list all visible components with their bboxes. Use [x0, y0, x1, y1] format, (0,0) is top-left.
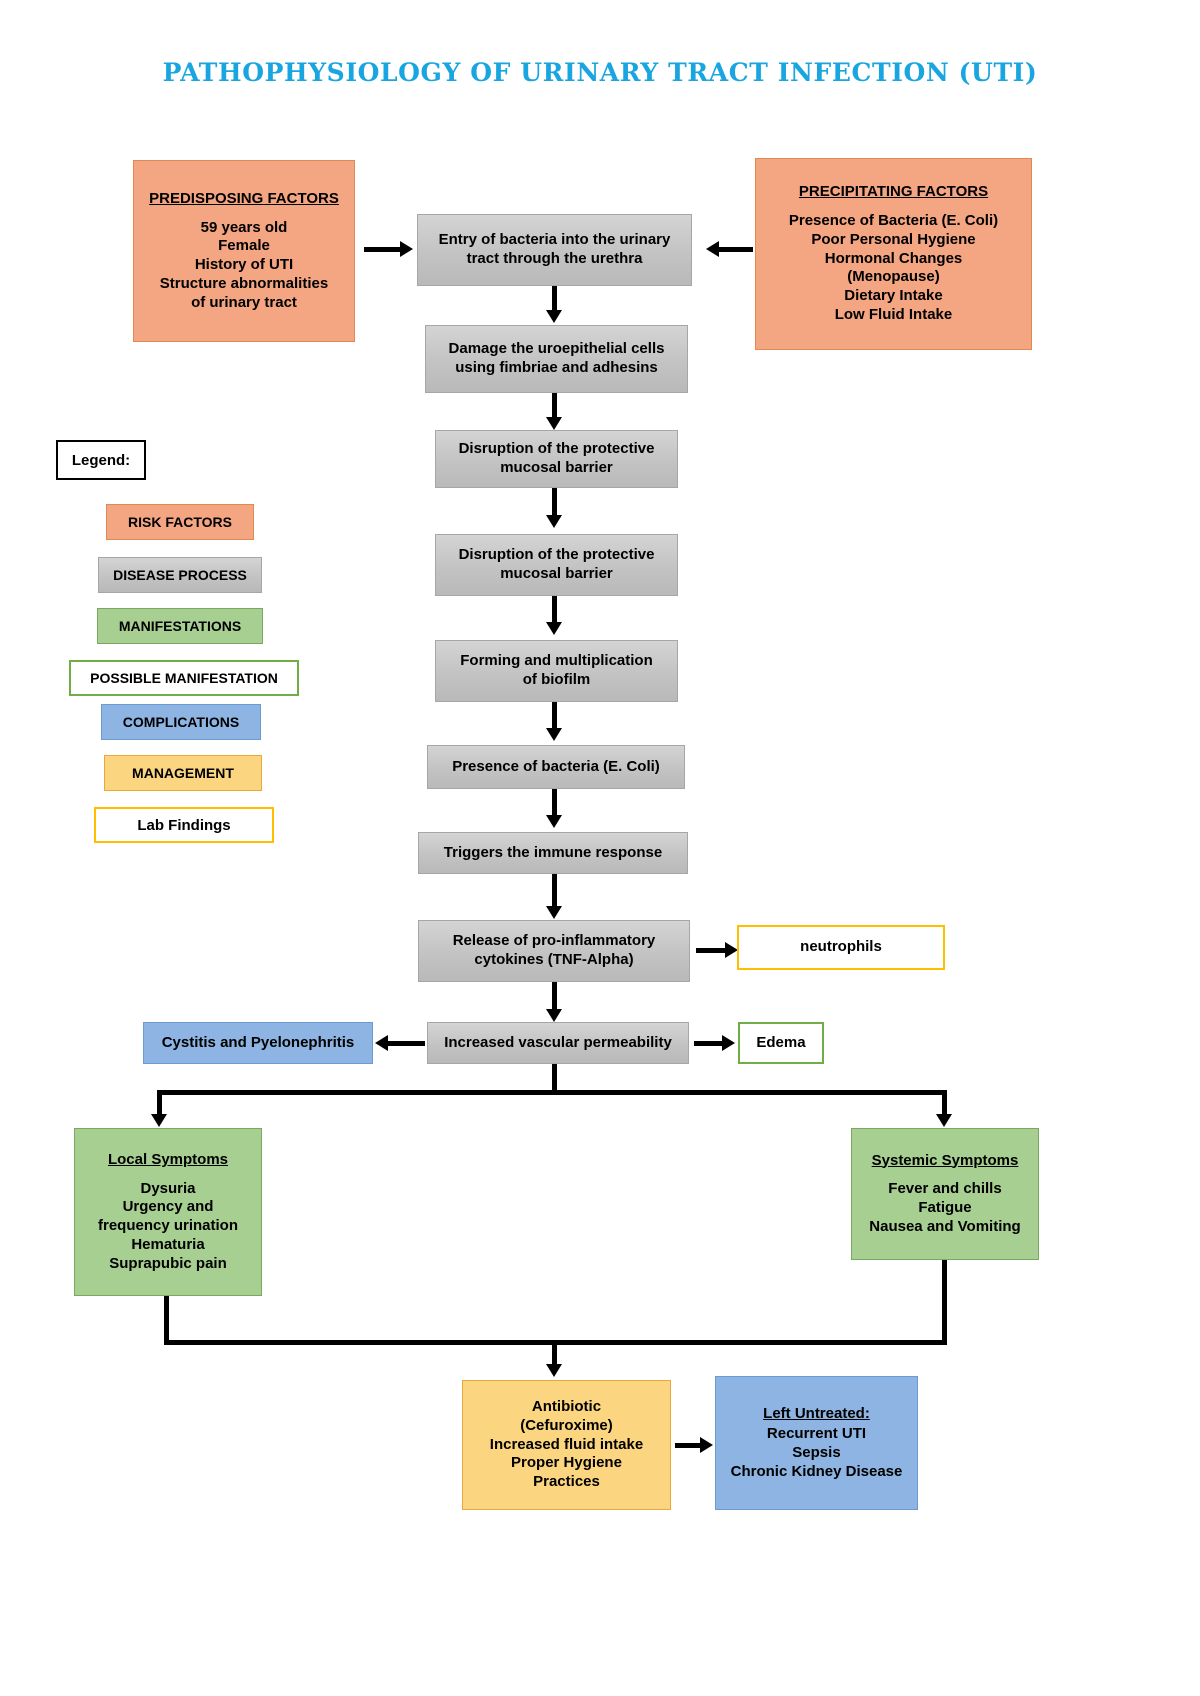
- arrowhead-disruption1-to-disruption2: [546, 515, 562, 528]
- connector-merge-to-antibiotic: [552, 1340, 557, 1368]
- legend-item-risk-factors: RISK FACTORS: [106, 504, 254, 540]
- connector-immune-to-cytokines: [552, 874, 557, 912]
- arrowhead-entry-to-damage: [546, 310, 562, 323]
- legend-item-manifestations-label: MANIFESTATIONS: [118, 618, 242, 634]
- triggers-immune-response-text: Triggers the immune response: [443, 843, 663, 861]
- left-untreated-body: Recurrent UTI Sepsis Chronic Kidney Dise…: [730, 1425, 903, 1480]
- connector-bacteria-to-immune: [552, 789, 557, 820]
- damage-uroepithelial-cells-text: Damage the uroepithelial cells using fim…: [448, 340, 665, 376]
- increased-vascular-permeability-text: Increased vascular permeability: [444, 1033, 672, 1051]
- systemic-symptoms-header: Systemic Symptoms: [871, 1151, 1019, 1169]
- node-entry-of-bacteria: Entry of bacteria into the urinary tract…: [417, 214, 692, 286]
- arrowhead-precipitating-to-entry: [706, 241, 719, 257]
- left-untreated-header: Left Untreated:: [763, 1404, 870, 1422]
- legend-item-risk-factors-label: RISK FACTORS: [128, 514, 232, 530]
- legend-item-lab-findings: Lab Findings: [94, 807, 274, 843]
- arrowhead-split-left: [151, 1114, 167, 1127]
- entry-of-bacteria-text: Entry of bacteria into the urinary tract…: [438, 231, 671, 267]
- node-increased-vascular-permeability: Increased vascular permeability: [427, 1022, 689, 1064]
- node-release-cytokines: Release of pro-inflammatory cytokines (T…: [418, 920, 690, 982]
- arrowhead-cytokines-to-permeability: [546, 1009, 562, 1022]
- presence-of-bacteria-text: Presence of bacteria (E. Coli): [452, 757, 660, 775]
- release-cytokines-text: Release of pro-inflammatory cytokines (T…: [452, 932, 656, 968]
- arrowhead-predisposing-to-entry: [400, 241, 413, 257]
- arrowhead-biofilm-to-bacteria: [546, 728, 562, 741]
- connector-disruption1-to-disruption2: [552, 488, 557, 520]
- arrowhead-split-right: [936, 1114, 952, 1127]
- biofilm-formation-text: Forming and multiplication of biofilm: [460, 652, 653, 688]
- predisposing-factors-header: PREDISPOSING FACTORS: [149, 189, 339, 207]
- node-presence-of-bacteria: Presence of bacteria (E. Coli): [427, 745, 685, 789]
- arrowhead-permeability-to-cystitis: [375, 1035, 388, 1051]
- connector-split-right-drop: [942, 1090, 947, 1118]
- connector-permeability-down-stem: [552, 1064, 557, 1094]
- node-edema: Edema: [738, 1022, 824, 1064]
- antibiotic-management-text: Antibiotic (Cefuroxime) Increased fluid …: [489, 1398, 644, 1491]
- connector-systemic-symptoms-down: [942, 1260, 947, 1344]
- precipitating-factors-header: PRECIPITATING FACTORS: [798, 183, 989, 201]
- node-biofilm-formation: Forming and multiplication of biofilm: [435, 640, 678, 702]
- connector-antibiotic-to-untreated: [675, 1443, 703, 1448]
- legend-item-complications: COMPLICATIONS: [101, 704, 261, 740]
- connector-cytokines-to-permeability: [552, 982, 557, 1014]
- connector-entry-to-damage: [552, 286, 557, 314]
- node-damage-uroepithelial-cells: Damage the uroepithelial cells using fim…: [425, 325, 688, 393]
- connector-disruption2-to-biofilm: [552, 596, 557, 626]
- node-triggers-immune-response: Triggers the immune response: [418, 832, 688, 874]
- node-left-untreated: Left Untreated: Recurrent UTI Sepsis Chr…: [715, 1376, 918, 1510]
- node-disruption-mucosal-barrier-2: Disruption of the protective mucosal bar…: [435, 534, 678, 596]
- node-neutrophils: neutrophils: [737, 925, 945, 970]
- connector-damage-to-disruption1: [552, 393, 557, 421]
- node-local-symptoms: Local Symptoms Dysuria Urgency and frequ…: [74, 1128, 262, 1296]
- predisposing-factors-body: 59 years old Female History of UTI Struc…: [159, 218, 329, 311]
- node-antibiotic-management: Antibiotic (Cefuroxime) Increased fluid …: [462, 1380, 671, 1510]
- connector-precipitating-to-entry: [715, 247, 753, 252]
- edema-text: Edema: [756, 1033, 806, 1051]
- arrowhead-permeability-to-edema: [722, 1035, 735, 1051]
- arrowhead-bacteria-to-immune: [546, 815, 562, 828]
- legend-item-manifestations: MANIFESTATIONS: [97, 608, 263, 644]
- precipitating-factors-body: Presence of Bacteria (E. Coli) Poor Pers…: [788, 212, 999, 323]
- connector-split-horizontal: [157, 1090, 947, 1095]
- node-cystitis-pyelonephritis: Cystitis and Pyelonephritis: [143, 1022, 373, 1064]
- connector-permeability-to-cystitis: [383, 1041, 425, 1046]
- connector-biofilm-to-bacteria: [552, 702, 557, 732]
- disruption-mucosal-barrier-1-text: Disruption of the protective mucosal bar…: [458, 440, 655, 476]
- disruption-mucosal-barrier-2-text: Disruption of the protective mucosal bar…: [458, 546, 655, 582]
- node-disruption-mucosal-barrier-1: Disruption of the protective mucosal bar…: [435, 430, 678, 488]
- arrowhead-antibiotic-to-untreated: [700, 1437, 713, 1453]
- legend-item-possible-manifestation: POSSIBLE MANIFESTATION: [69, 660, 299, 696]
- systemic-symptoms-body: Fever and chills Fatigue Nausea and Vomi…: [869, 1180, 1021, 1235]
- legend-item-disease-process: DISEASE PROCESS: [98, 557, 262, 593]
- legend-item-management-label: MANAGEMENT: [132, 765, 234, 781]
- connector-local-symptoms-down: [164, 1296, 169, 1344]
- page-title: PATHOPHYSIOLOGY OF URINARY TRACT INFECTI…: [162, 58, 1038, 87]
- neutrophils-text: neutrophils: [800, 938, 882, 956]
- connector-permeability-to-edema: [694, 1041, 726, 1046]
- connector-predisposing-to-entry: [364, 247, 402, 252]
- legend-item-lab-findings-label: Lab Findings: [137, 816, 231, 834]
- arrowhead-immune-to-cytokines: [546, 906, 562, 919]
- node-predisposing-factors: PREDISPOSING FACTORS 59 years old Female…: [133, 160, 355, 342]
- legend-item-possible-manifestation-label: POSSIBLE MANIFESTATION: [90, 670, 278, 686]
- arrowhead-damage-to-disruption1: [546, 417, 562, 430]
- legend-item-complications-label: COMPLICATIONS: [122, 714, 240, 730]
- connector-split-left-drop: [157, 1090, 162, 1118]
- node-systemic-symptoms: Systemic Symptoms Fever and chills Fatig…: [851, 1128, 1039, 1260]
- connector-cytokines-to-neutrophils: [696, 948, 728, 953]
- legend-item-disease-process-label: DISEASE PROCESS: [113, 567, 247, 583]
- cystitis-pyelonephritis-text: Cystitis and Pyelonephritis: [161, 1033, 355, 1051]
- local-symptoms-header: Local Symptoms: [107, 1150, 229, 1168]
- arrowhead-cytokines-to-neutrophils: [725, 942, 738, 958]
- arrowhead-merge-to-antibiotic: [546, 1364, 562, 1377]
- node-precipitating-factors: PRECIPITATING FACTORS Presence of Bacter…: [755, 158, 1032, 350]
- local-symptoms-body: Dysuria Urgency and frequency urination …: [97, 1179, 239, 1272]
- arrowhead-disruption2-to-biofilm: [546, 622, 562, 635]
- legend-title: Legend:: [56, 440, 146, 480]
- legend-item-management: MANAGEMENT: [104, 755, 262, 791]
